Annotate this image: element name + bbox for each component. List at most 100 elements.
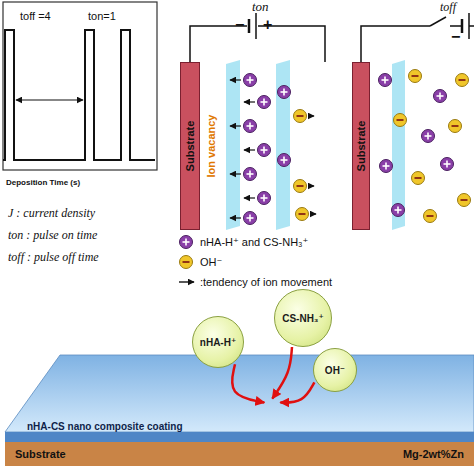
sign-bar: [249, 171, 251, 178]
legend-symbol: [178, 234, 196, 250]
movement-arrow: [280, 382, 314, 402]
anion-symbol: [296, 208, 309, 221]
node-text: CS-NH₃⁺: [282, 313, 324, 324]
sign-bar: [461, 199, 468, 201]
legend-symbol: [178, 274, 196, 290]
cation-symbol: [441, 158, 454, 171]
sign-bar: [427, 133, 429, 140]
ion-circle: [258, 144, 271, 157]
ion-circle: [412, 172, 425, 185]
label: toff =4: [20, 10, 51, 22]
sign-bar: [415, 177, 422, 179]
pulse-off-cell: [361, 13, 474, 230]
sign-bar: [299, 213, 306, 215]
sign-bar: [412, 75, 419, 77]
coating-slab: [5, 355, 474, 442]
cation-symbol: [258, 96, 271, 109]
sign-bar: [384, 77, 386, 84]
anion-symbol: [424, 210, 437, 223]
ion-circle: [258, 96, 271, 109]
pulse-on-cell: [190, 13, 325, 230]
ion-circle: [458, 194, 471, 207]
sign-bar: [459, 79, 466, 81]
ion-circle: [449, 120, 462, 133]
cation-symbol: [258, 144, 271, 157]
ion-circle: [296, 208, 309, 221]
legend-symbol: [178, 254, 196, 270]
ion-circle: [294, 110, 307, 123]
ion-circle: OH⁻: [313, 348, 357, 392]
sign-bar: [427, 215, 434, 217]
ion-circle: [380, 160, 393, 173]
label: −: [235, 16, 244, 34]
node-text: OH⁻: [325, 365, 345, 376]
pulse-train: [3, 30, 155, 160]
sign-bar: [297, 185, 304, 187]
anion-symbol: [412, 172, 425, 185]
sign-bar: [249, 77, 251, 84]
battery-plate: [255, 13, 257, 39]
cation-symbol: [278, 154, 291, 167]
ion-circle: [180, 256, 193, 269]
movement-arrow: [310, 213, 316, 214]
legend-text: nHA-H⁺ and CS-NH₃⁺: [200, 236, 308, 249]
label: −: [451, 28, 460, 46]
sign-bar: [283, 89, 285, 96]
ion-circle: [424, 210, 437, 223]
ion-circle: [441, 158, 454, 171]
ion-circle: [392, 204, 405, 217]
sign-bar: [283, 157, 285, 164]
sign-bar: [446, 161, 448, 168]
label: toff : pulse off time: [8, 250, 99, 265]
panel-frame: [3, 2, 157, 170]
node-text: nHA-H⁺: [200, 337, 236, 348]
sign-bar: [385, 163, 387, 170]
ion-circle: [278, 154, 291, 167]
cation-symbol: [244, 168, 257, 181]
substrate-layer: SubstrateMg-2wt%Zn: [5, 442, 474, 466]
movement-arrow: [230, 217, 241, 218]
anion-symbol: [449, 120, 462, 133]
movement-arrow: [230, 79, 241, 80]
sign-bar: [263, 99, 265, 106]
electrode-plate: Substrate: [352, 62, 370, 230]
cation-symbol: [180, 236, 193, 249]
label: toff: [440, 0, 456, 15]
cation-symbol: [422, 130, 435, 143]
anion-symbol: [456, 74, 469, 87]
anion-symbol: [394, 114, 407, 127]
sign-bar: [249, 215, 251, 222]
cation-symbol: [244, 120, 257, 133]
movement-arrow: [272, 347, 292, 399]
ion-circle: [434, 90, 447, 103]
cation-symbol: [380, 160, 393, 173]
ion-circle: [278, 86, 291, 99]
legend-item: OH⁻: [178, 254, 222, 270]
movement-arrow: [230, 173, 241, 174]
sign-bar: [452, 125, 459, 127]
label: J : current density: [8, 206, 95, 221]
anion-symbol: [294, 180, 307, 193]
movement-arrow: [232, 364, 264, 402]
coating-front-face: [5, 432, 474, 442]
movement-arrow: [244, 149, 255, 150]
sign-bar: [263, 147, 265, 154]
label: Ion vacancy: [205, 115, 217, 178]
ion-circle: [244, 212, 257, 225]
legend-arrow: [179, 281, 194, 282]
battery-plate: [468, 13, 470, 39]
ion-circle: [258, 192, 271, 205]
ion-circle: [180, 236, 193, 249]
label: ton : pulse on time: [8, 228, 97, 243]
movement-arrow: [244, 197, 255, 198]
anion-symbol: [180, 256, 193, 269]
sign-bar: [297, 115, 304, 117]
cation-symbol: [258, 192, 271, 205]
ion-band: [392, 60, 405, 230]
sign-bar: [439, 93, 441, 100]
ion-circle: [244, 120, 257, 133]
battery-plate: [248, 19, 251, 33]
cation-symbol: [392, 204, 405, 217]
ion-circle: [244, 74, 257, 87]
